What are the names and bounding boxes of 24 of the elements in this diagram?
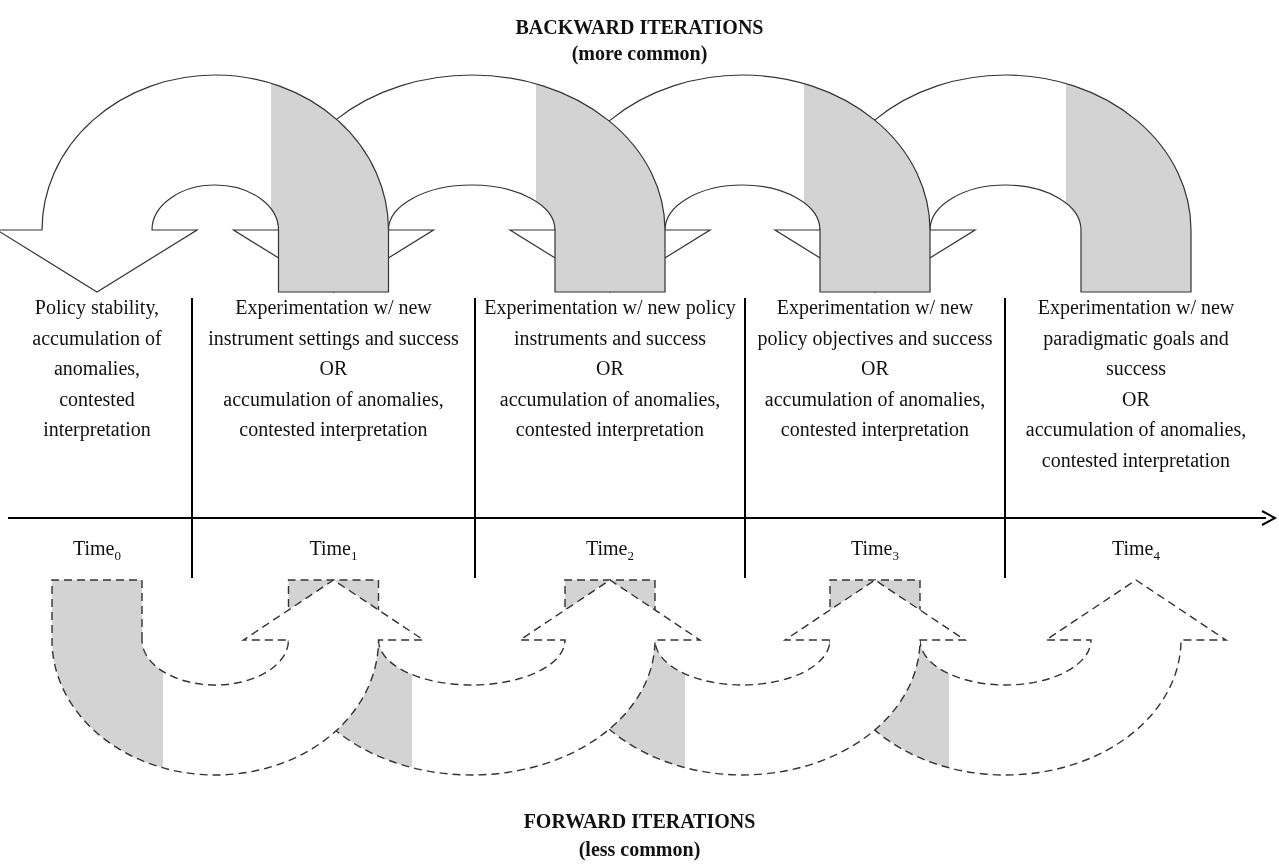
time-label: Time$_{0}$ <box>73 536 121 565</box>
period-description: accumulation of anomalies, contested interpretation <box>222 386 445 443</box>
period-description: Policy stability, accumulation of anomalies, contested interpretation <box>31 295 163 443</box>
time-label: Time$_{3}$ <box>851 536 899 565</box>
period-description: Experimentation w/ new paradigmatic goals and success <box>1036 295 1236 381</box>
period-description: accumulation of anomalies, contested interpretation <box>763 386 987 443</box>
iteration-heading: (more common) <box>570 41 709 66</box>
period-description: OR <box>596 356 624 381</box>
curved-block-arrow <box>0 74 390 293</box>
time-label: Time$_{4}$ <box>1112 536 1160 565</box>
period-description: Experimentation w/ new policy objectives and success <box>756 295 994 352</box>
iteration-heading: (less common) <box>577 837 702 862</box>
time-label: Time$_{1}$ <box>309 536 358 565</box>
time-label: Time$_{2}$ <box>586 536 634 565</box>
period-description: accumulation of anomalies, contested interpretation <box>498 386 722 443</box>
period-description: OR <box>1122 386 1150 412</box>
period-description: Experimentation w/ new policy instruments and success <box>483 295 737 351</box>
period-description: OR <box>861 356 889 381</box>
iteration-heading: FORWARD ITERATIONS <box>522 809 757 834</box>
curved-block-arrow <box>51 579 425 776</box>
iteration-heading: BACKWARD ITERATIONS <box>514 15 765 40</box>
period-description: accumulation of anomalies, contested interpretation <box>1024 417 1248 474</box>
period-description: OR <box>319 356 348 381</box>
period-description: Experimentation w/ new instrument settings and success <box>207 295 460 352</box>
